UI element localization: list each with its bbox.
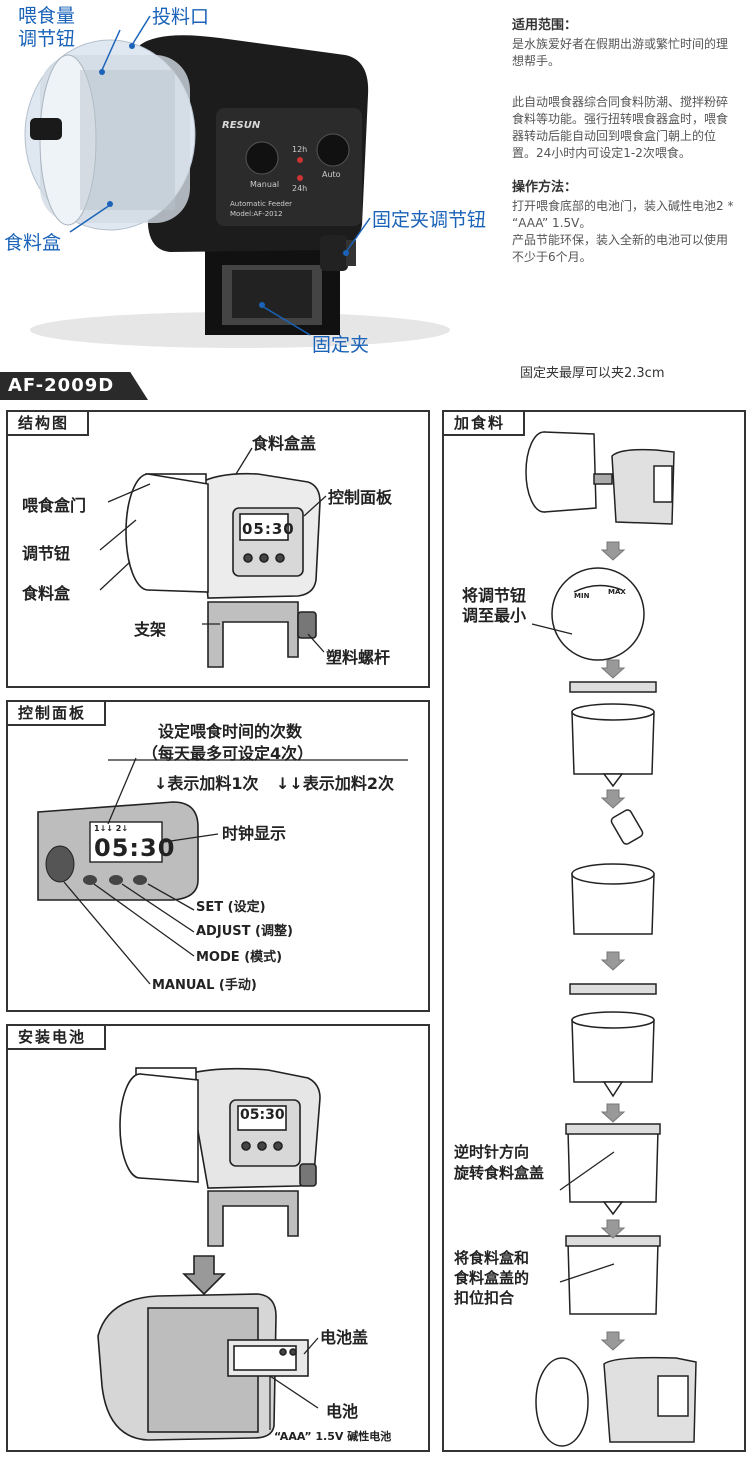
clamp-knob-label: 固定夹调节钮 [372, 209, 487, 231]
set-button-label: SET (设定) [196, 896, 266, 915]
eco-text: 产品节能环保，装入全新的电池可以使用不少于6个月。 [512, 233, 729, 264]
feature-text: 此自动喂食器综合同食料防潮、搅拌粉碎食料等功能。强行扭转喂食器盒时，喂食器转动后… [512, 95, 729, 160]
operation-text: 打开喂食底部的电池门，装入碱性电池2 * “AAA” 1.5V。 [512, 199, 734, 230]
battery-spec: “AAA” 1.5V 碱性电池 [274, 1430, 392, 1443]
control-panel-section: 控制面板 1↓↓ 2↓ 05:30 设定喂食时间的次数 （每天最多可设定4次） … [6, 700, 430, 1012]
manual-cn-text: (手动) [218, 978, 257, 993]
12h-label: 12h [292, 145, 308, 154]
description-column: 适用范围： 是水族爱好者在假期出游或繁忙时间的理想帮手。 此自动喂食器综合同食料… [512, 14, 738, 266]
control-panel-label: 控制面板 [328, 488, 393, 507]
refill-diagram [525, 431, 697, 1447]
feed-knob-label: 喂食量 调节钮 [18, 5, 76, 50]
battery-panel-title: 安装电池 [8, 1026, 107, 1050]
auto-button-label: Auto [322, 170, 341, 179]
adjust-cn-text: (调整) [255, 924, 293, 939]
control-panel-title: 控制面板 [8, 702, 107, 726]
battery-cover-label: 电池盖 [320, 1328, 369, 1347]
refill-panel: 加食料 [442, 410, 746, 1452]
usage-heading: 适用范围： [512, 18, 578, 33]
feed-once-label: ↓表示加料1次 [154, 774, 259, 793]
knob-label: 调节钮 [22, 544, 71, 563]
control-display: 05:30 [94, 834, 176, 862]
feed-count-note: （每天最多可设定4次） [142, 744, 314, 763]
refill-panel-title: 加食料 [444, 412, 526, 436]
adjust-text: ADJUST [196, 924, 251, 939]
mode-cn-text: (模式) [244, 950, 283, 965]
control-panel-diagram [37, 757, 408, 985]
set-text: SET [196, 900, 224, 915]
model-banner: AF-2009D [0, 372, 148, 400]
structure-panel: 结构图 05:30 食料盒盖 喂食盒门 调节钮 食料盒 控制面板 支 [6, 410, 430, 688]
battery-panel: 安装电池 05:30 电池盖 电池 “ [6, 1024, 430, 1452]
mode-button-label: MODE (模式) [196, 946, 282, 965]
manual-button-label: Manual [250, 180, 280, 189]
battery-display: 05:30 [240, 1107, 285, 1123]
manual-button-label-cp: MANUAL (手动) [152, 974, 257, 993]
adjust-button-label: ADJUST (调整) [196, 920, 293, 939]
clock-display-label: 时钟显示 [222, 824, 287, 843]
clamp-label: 固定夹 [312, 334, 370, 356]
brand-logo: RESUN [222, 120, 261, 131]
device-model: Model:AF-2012 [230, 210, 283, 218]
indicator-marks: 1↓↓ 2↓ [94, 824, 129, 833]
structure-panel-title: 结构图 [8, 412, 90, 436]
structure-diagram [99, 447, 327, 668]
device-name: Automatic Feeder [230, 200, 293, 208]
clamp-thickness-note: 固定夹最厚可以夹2.3cm [520, 366, 665, 381]
screw-label: 塑料螺杆 [326, 648, 391, 667]
dial-max-label: MAX [608, 588, 626, 596]
step-rotate-lid-label: 逆时针方向 旋转食料盒盖 [454, 1143, 545, 1182]
model-banner-text: AF-2009D [8, 375, 115, 396]
food-box-label: 食料盒 [4, 232, 62, 254]
feeder-photo-illustration [24, 15, 450, 348]
stand-label: 支架 [134, 620, 167, 639]
usage-text: 是水族爱好者在假期出游或繁忙时间的理想帮手。 [512, 37, 729, 68]
manual-text: MANUAL [152, 978, 215, 993]
battery-diagram [97, 1067, 321, 1441]
step-snap-label: 将食料盒和 食料盒盖的 扣位扣合 [454, 1249, 530, 1307]
box-label: 食料盒 [22, 584, 71, 603]
mode-text: MODE [196, 950, 240, 965]
set-cn-text: (设定) [227, 900, 266, 915]
step-knob-min-label: 将调节钮 调至最小 [462, 586, 527, 625]
product-photo: RESUN Manual Auto 12h 24h Automatic Feed… [0, 0, 500, 360]
24h-label: 24h [292, 184, 308, 193]
feed-count-label: 设定喂食时间的次数 [158, 722, 303, 741]
dial-min-label: MIN [574, 592, 590, 600]
feed-twice-label: ↓↓表示加料2次 [276, 774, 394, 793]
feed-port-label: 投料口 [152, 6, 210, 28]
structure-display: 05:30 [242, 520, 295, 538]
battery-label: 电池 [326, 1402, 359, 1421]
operation-heading: 操作方法： [512, 180, 578, 195]
door-label: 喂食盒门 [22, 496, 87, 515]
lid-label: 食料盒盖 [252, 434, 317, 453]
